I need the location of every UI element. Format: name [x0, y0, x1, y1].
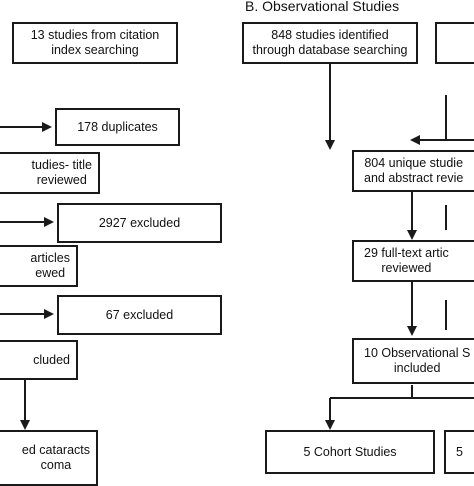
citation-search-line-2: index searching: [51, 43, 139, 57]
right-offscreen-box: [435, 22, 474, 64]
final-a-line-2: coma: [40, 458, 72, 472]
database-search-line-1: 848 studies identified: [271, 28, 389, 42]
database-search-box: 848 studies identified through database …: [242, 22, 418, 64]
excluded-label-2: 67 excluded: [105, 307, 174, 322]
full-text-b-line-2: reviewed: [381, 261, 432, 275]
observational-included-line-2: included: [393, 361, 441, 375]
citation-search-box: 13 studies from citation index searching: [12, 22, 178, 64]
other-studies-box: 5: [444, 430, 474, 474]
title-screen-line-1: tudies- title: [31, 158, 92, 172]
final-box-a: ed cataracts coma: [0, 430, 98, 486]
database-search-line-2: through database searching: [252, 43, 408, 57]
included-box-a: cluded: [0, 340, 78, 380]
full-text-a-line-2: ewed: [35, 266, 66, 280]
observational-included-line-1: 10 Observational S: [364, 346, 471, 360]
other-studies-label: 5: [456, 444, 463, 459]
final-a-line-1: ed cataracts: [21, 443, 90, 457]
duplicates-label: 178 duplicates: [77, 119, 158, 134]
excluded-box-2: 67 excluded: [57, 295, 222, 335]
unique-studies-line-1: 804 unique studie: [364, 156, 464, 170]
citation-search-line-1: 13 studies from citation: [30, 28, 160, 42]
full-text-box-b: 29 full-text artic reviewed: [352, 240, 474, 282]
duplicates-box: 178 duplicates: [55, 108, 180, 146]
full-text-b-line-1: 29 full-text artic: [364, 246, 449, 260]
full-text-a-line-1: articles: [30, 251, 70, 265]
flow-connectors: [0, 62, 474, 430]
title-screen-line-2: reviewed: [36, 173, 87, 187]
observational-included-box: 10 Observational S included: [352, 338, 474, 384]
cohort-studies-box: 5 Cohort Studies: [265, 430, 435, 474]
included-a-label: cluded: [33, 352, 70, 367]
excluded-box-1: 2927 excluded: [57, 203, 222, 243]
unique-studies-line-2: and abstract revie: [364, 171, 464, 185]
excluded-label-1: 2927 excluded: [98, 215, 181, 230]
title-screen-box: tudies- title reviewed: [0, 152, 100, 194]
cohort-studies-label: 5 Cohort Studies: [303, 444, 397, 459]
full-text-box-a: articles ewed: [0, 245, 78, 287]
unique-studies-box: 804 unique studie and abstract revie: [352, 150, 474, 192]
panel-b-heading: B. Observational Studies: [245, 0, 400, 14]
